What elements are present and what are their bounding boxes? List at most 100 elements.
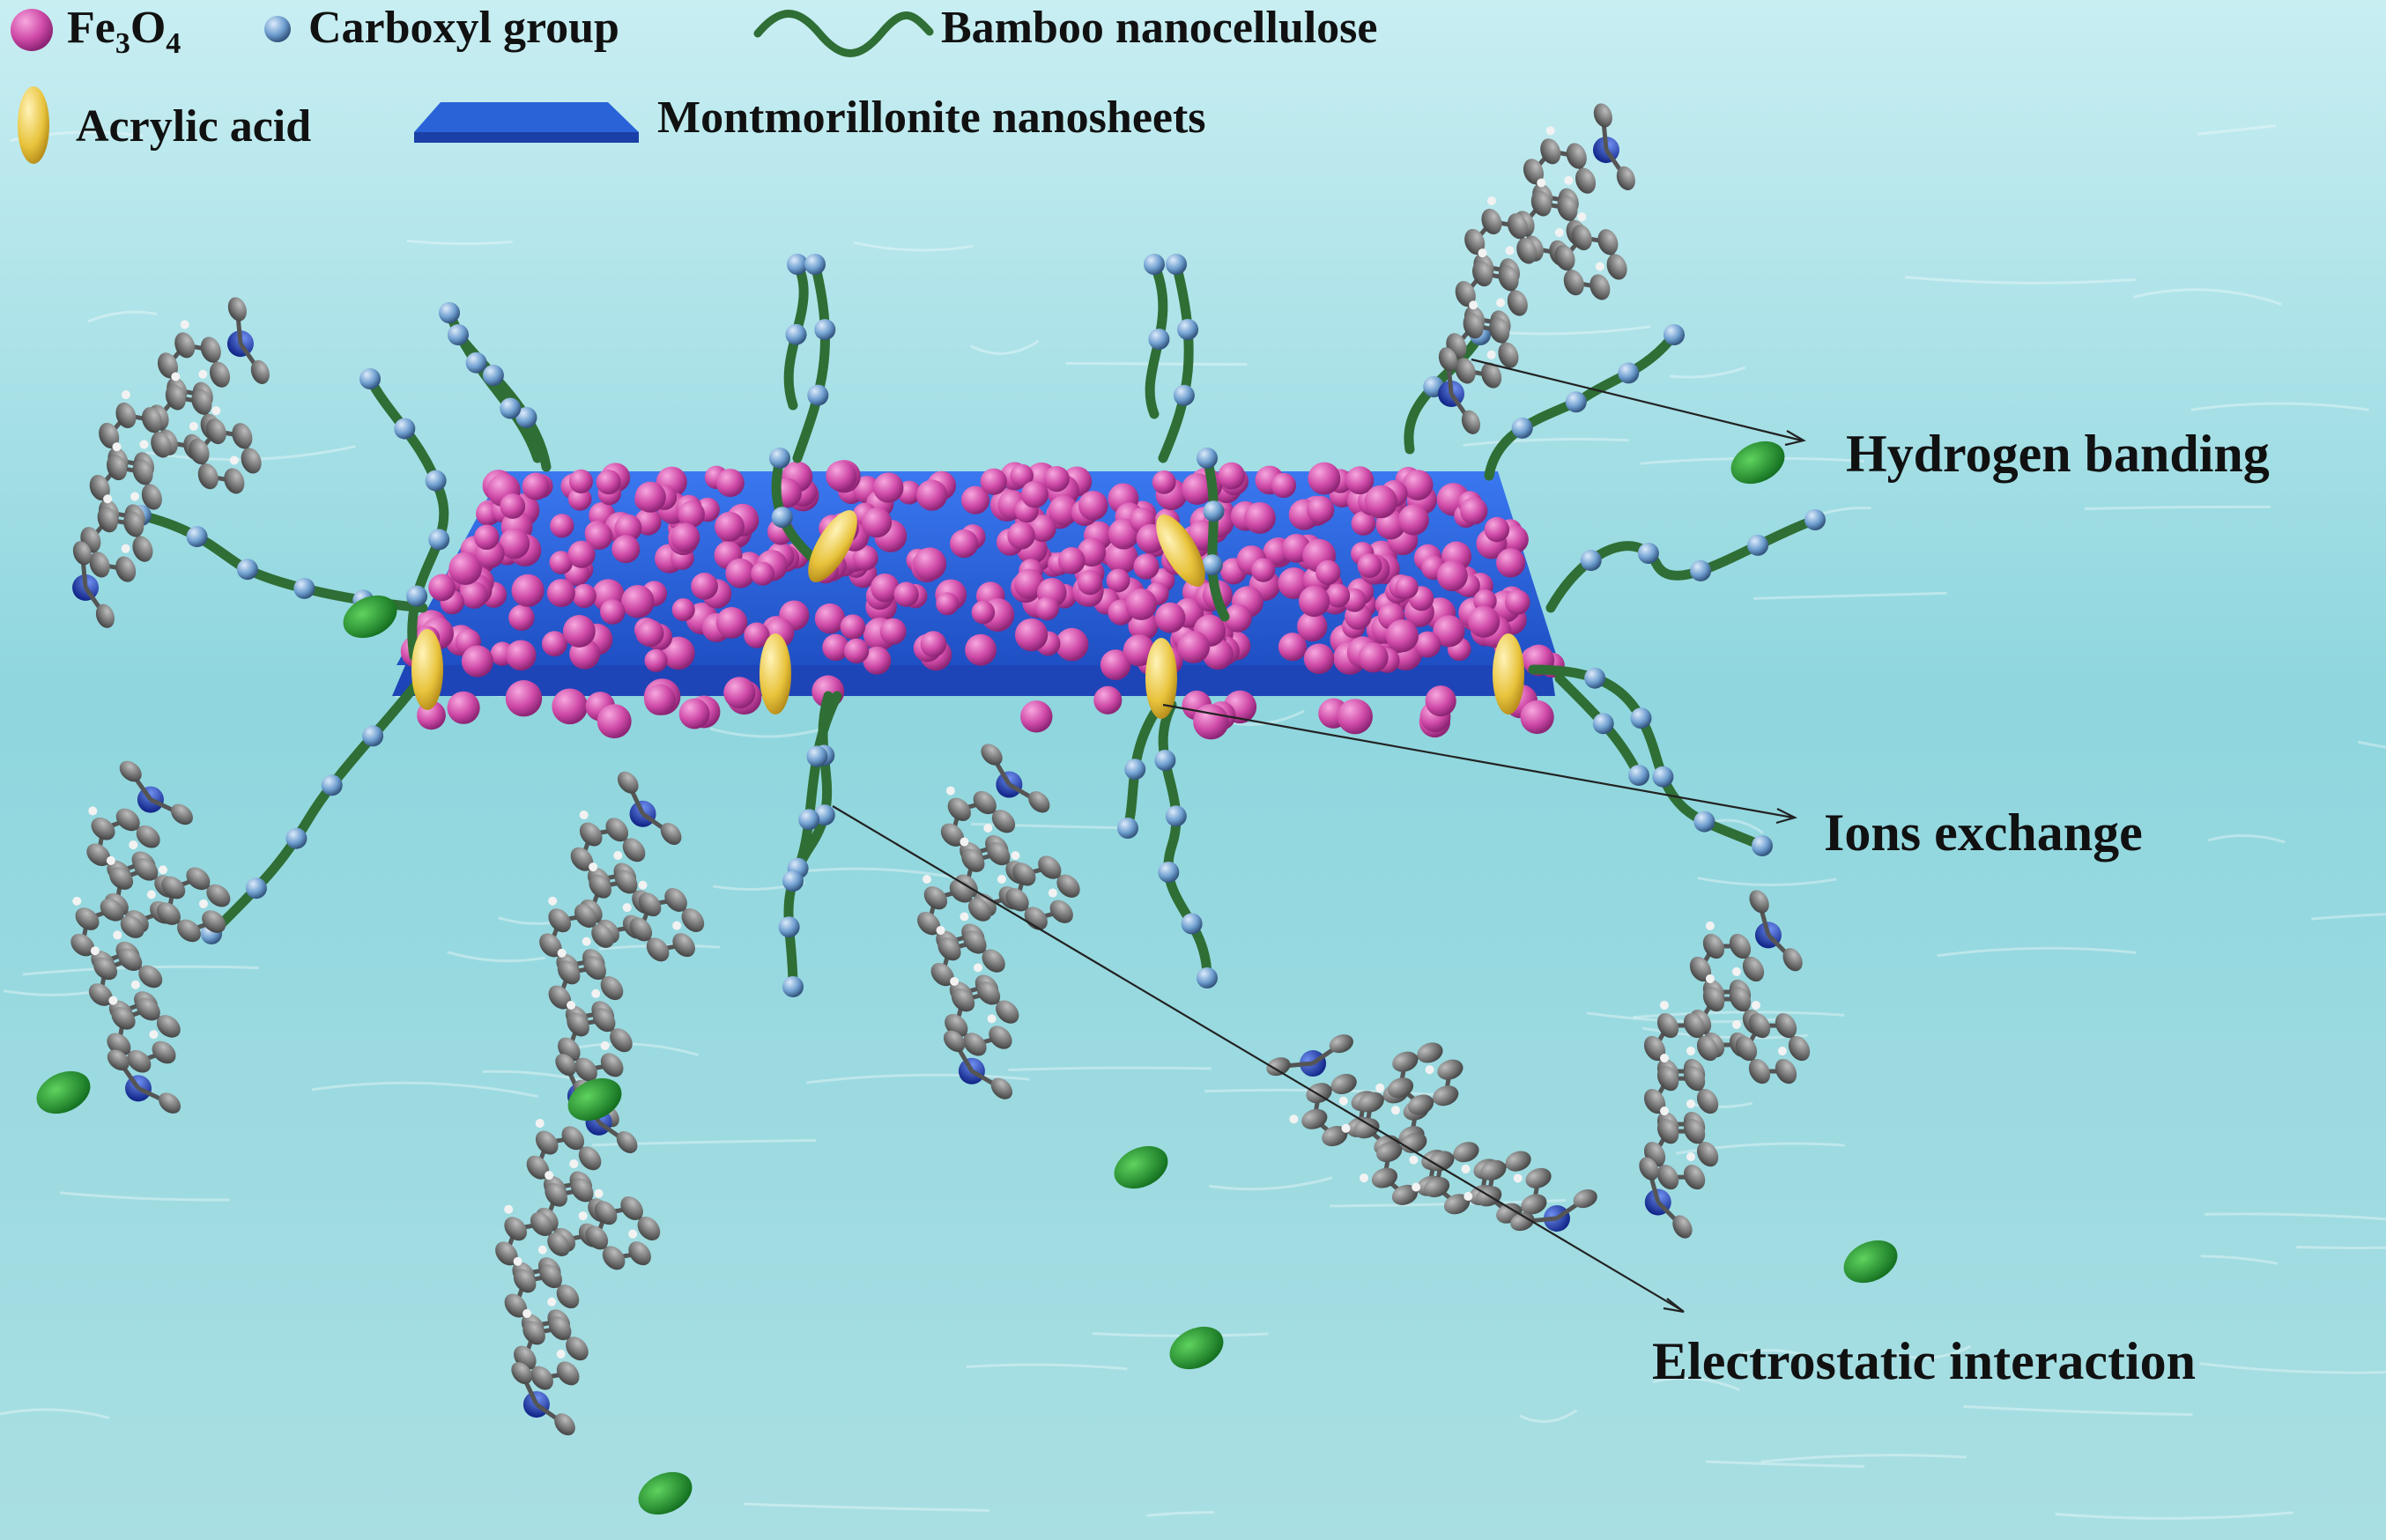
dye-carbon-atom	[1788, 1035, 1811, 1062]
dye-carbon-atom	[1481, 362, 1502, 389]
fe3o4-particle	[1414, 631, 1441, 658]
dye-carbon-atom	[1417, 1042, 1443, 1063]
dye-carbon-atom	[1516, 238, 1538, 264]
dye-carbon-atom	[93, 957, 118, 981]
carboxyl-group	[1584, 667, 1606, 689]
dye-carbon-atom	[504, 1293, 528, 1318]
fe3o4-particle	[822, 633, 849, 662]
dye-hydrogen-atom	[1375, 1083, 1385, 1092]
dye-carbon-atom	[930, 963, 954, 987]
dye-carbon-atom	[628, 1241, 651, 1266]
dye-carbon-atom	[1437, 1059, 1463, 1080]
caustic-line	[1905, 276, 2136, 285]
carboxyl-group	[465, 352, 487, 374]
dye-carbon-atom	[1371, 1167, 1398, 1188]
caustic-line	[1463, 437, 1629, 447]
dye-carbon-atom	[1266, 1057, 1291, 1077]
dye-hydrogen-atom	[1595, 262, 1604, 271]
dye-hydrogen-atom	[545, 1171, 554, 1181]
dye-hydrogen-atom	[121, 544, 130, 553]
caustic-line	[806, 1073, 1030, 1085]
dye-hydrogen-atom	[1478, 248, 1487, 258]
carboxyl-group	[1630, 707, 1652, 729]
chloride-ion	[1114, 1145, 1168, 1189]
dye-hydrogen-atom	[1338, 1096, 1348, 1106]
dye-hydrogen-atom	[537, 1245, 547, 1255]
dye-carbon-atom	[530, 1212, 553, 1236]
caustic-line	[2200, 1255, 2279, 1265]
dye-carbon-atom	[982, 949, 1005, 973]
electrostatic-arrowhead	[1663, 1298, 1685, 1314]
caustic-line	[853, 241, 974, 252]
dye-molecule	[1438, 103, 1635, 434]
fe3o4-particle	[1278, 566, 1310, 600]
fe3o4-particle	[1125, 589, 1158, 620]
chloride-ion	[638, 1471, 693, 1515]
chloride-ion	[1843, 1240, 1898, 1284]
dye-carbon-atom	[1616, 166, 1635, 190]
carboxyl-group	[321, 774, 343, 796]
dye-hydrogen-atom	[589, 863, 598, 872]
fe3o4-particle	[1035, 596, 1059, 621]
dye-hydrogen-atom	[622, 903, 632, 913]
dye-hydrogen-atom	[997, 874, 1006, 884]
dye-carbon-atom	[530, 1366, 553, 1390]
dye-carbon-atom	[1696, 1035, 1719, 1062]
fe3o4-particle	[1505, 589, 1530, 615]
fe3o4-particle	[893, 581, 919, 607]
dye-carbon-atom	[136, 825, 160, 848]
fe3o4-particle	[562, 615, 596, 648]
dye-carbon-atom	[1702, 986, 1725, 1012]
dye-hydrogen-atom	[198, 899, 208, 908]
dye-carbon-atom	[616, 1130, 638, 1153]
fe3o4-particle	[505, 679, 543, 717]
caustic-line	[2311, 913, 2386, 921]
dye-carbon-atom	[138, 965, 163, 988]
dye-hydrogen-atom	[1545, 126, 1555, 136]
dye-carbon-atom	[605, 818, 629, 842]
dye-carbon-atom	[1748, 1058, 1771, 1085]
dye-carbon-atom	[592, 1008, 616, 1033]
dye-hydrogen-atom	[1486, 196, 1496, 206]
fe3o4-particle	[691, 573, 718, 600]
carboxyl-group	[1652, 766, 1674, 788]
dye-hydrogen-atom	[229, 455, 239, 465]
fe3o4-particle	[1154, 602, 1186, 633]
dye-carbon-atom	[1392, 1051, 1419, 1072]
fe3o4-particle	[1007, 522, 1035, 550]
dye-carbon-atom	[120, 915, 144, 938]
dye-carbon-atom	[1782, 948, 1803, 972]
dye-carbon-atom	[556, 1285, 580, 1309]
carboxyl-group	[1201, 554, 1223, 576]
carboxyl-group	[1637, 543, 1659, 564]
dye-hydrogen-atom	[613, 850, 623, 860]
dye-hydrogen-atom	[158, 865, 167, 875]
dye-carbon-atom	[232, 423, 253, 449]
dye-carbon-atom	[156, 902, 181, 925]
fe3o4-particle	[751, 561, 775, 586]
carboxyl-group	[1580, 550, 1602, 572]
dye-carbon-atom	[91, 817, 115, 840]
dye-hydrogen-atom	[1686, 1152, 1696, 1162]
dye-carbon-atom	[1438, 347, 1457, 372]
dye-carbon-atom	[495, 1241, 518, 1266]
dye-carbon-atom	[132, 536, 153, 562]
dye-carbon-atom	[1566, 143, 1587, 169]
dye-carbon-atom	[1038, 855, 1062, 879]
dye-carbon-atom	[1696, 1141, 1719, 1167]
fe3o4-particle	[634, 481, 666, 513]
dye-hydrogen-atom	[90, 946, 100, 956]
nanocellulose-chain	[1158, 259, 1194, 463]
fe3o4-particle	[840, 614, 866, 640]
dye-carbon-atom	[95, 603, 115, 628]
fe3o4-particle	[1271, 472, 1297, 499]
dye-carbon-atom	[115, 556, 137, 582]
fe3o4-particle	[508, 604, 535, 631]
fe3o4-particle	[980, 468, 1007, 495]
nanocellulose-chain	[792, 259, 830, 463]
caustic-line	[2190, 402, 2369, 411]
dye-carbon-atom	[1443, 1194, 1471, 1215]
dye-carbon-atom	[996, 1000, 1019, 1024]
fe3o4-particle	[916, 479, 948, 511]
montmorillonite-legend-label: Montmorillonite nanosheets	[657, 93, 1206, 143]
